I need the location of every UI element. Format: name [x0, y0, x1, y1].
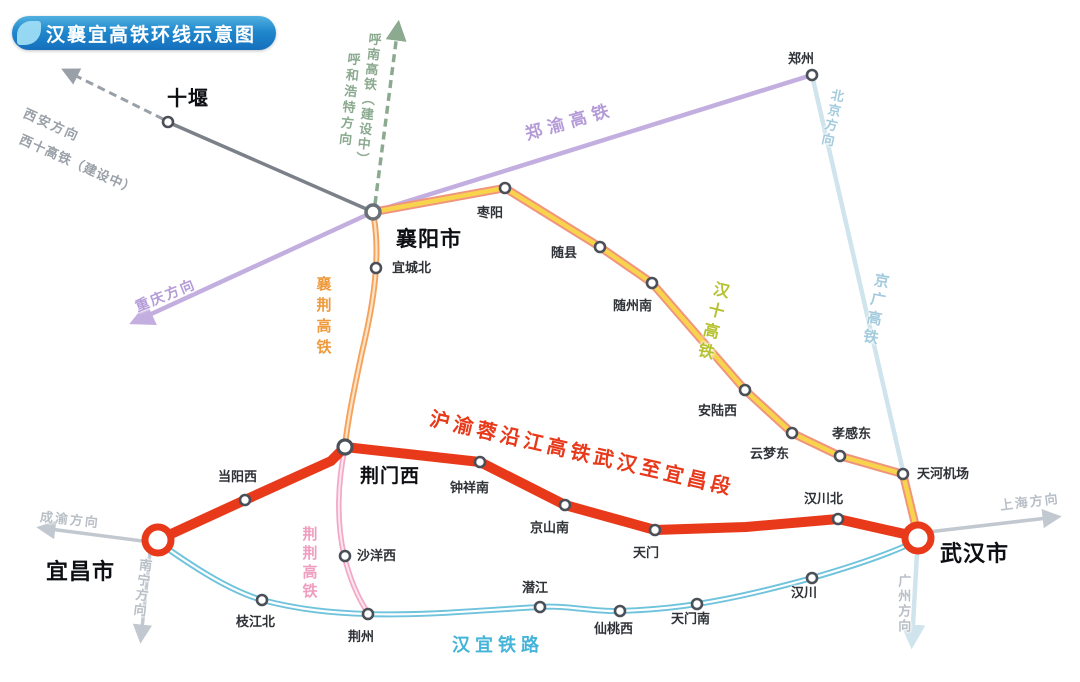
station-label-tianmen: 天门: [633, 545, 660, 560]
city-node-jingmenxi: [336, 438, 354, 456]
station-dot-tianhejichang: [896, 467, 910, 481]
station-dot-zhongxiangnan: [473, 455, 487, 469]
station-dot-yunmengdong: [785, 426, 799, 440]
stub-chengyu: [36, 520, 151, 544]
station-label-xiaogandong: 孝感东: [832, 426, 872, 441]
stub-shanghai: [927, 509, 1062, 534]
city-node-xiangyang: [364, 203, 382, 221]
station-label-tianhejichang: 天河机场: [917, 466, 970, 481]
station-dot-jingshannan: [558, 498, 572, 512]
station-label-shayangxi: 沙洋西: [357, 548, 397, 563]
line-shiyan-xiangyang: [169, 121, 372, 213]
station-dot-xiaogandong: [833, 449, 847, 463]
map-title-badge: 汉襄宜高铁环线示意图: [12, 16, 277, 50]
station-dot-zaoyang: [498, 181, 512, 195]
line-hunan-dashed: [373, 19, 407, 205]
line-label-jingjing: 荆荆高铁: [300, 526, 318, 602]
station-dot-suixian: [593, 240, 607, 254]
station-label-zhengzhou: 郑州: [788, 51, 815, 66]
station-label-jingshannan: 京山南: [530, 520, 570, 535]
station-label-hanchuan: 汉川: [791, 585, 818, 600]
city-node-yichang: [141, 523, 175, 557]
city-label-yichang: 宜昌市: [46, 559, 116, 584]
station-dot-shayangxi: [338, 549, 352, 563]
station-dot-hanchuan: [805, 571, 819, 585]
station-dot-tianmennan: [690, 597, 704, 611]
station-dot-dangyangxi: [238, 493, 252, 507]
station-dot-zhijiangbei: [255, 593, 269, 607]
station-label-zhongxiangnan: 钟祥南: [450, 480, 490, 495]
station-label-jingzhou: 荆州: [348, 629, 375, 644]
direction-label-guangzhou: 广州方向: [896, 574, 912, 634]
city-label-shiyan: 十堰: [167, 88, 209, 110]
badge-swoosh-icon: [17, 21, 41, 45]
station-label-xiantaoxi: 仙桃西: [594, 621, 634, 636]
station-label-tianmennan: 天门南: [671, 611, 711, 626]
stub-nanning: [132, 551, 152, 644]
station-dot-shiyan: [161, 115, 175, 129]
line-jingguang: [809, 74, 926, 650]
city-label-xiangyang: 襄阳市: [396, 228, 462, 251]
line-label-xiangjing: 襄荆高铁: [314, 276, 332, 360]
station-dot-zhengzhou: [805, 68, 819, 82]
station-label-qianjiang: 潜江: [522, 580, 549, 595]
line-huyurong: [153, 442, 923, 545]
city-label-jingmenxi: 荆门西: [360, 466, 421, 487]
station-dot-suizhounan: [645, 276, 659, 290]
station-label-anluxi: 安陆西: [698, 403, 738, 418]
station-label-suixian: 随县: [551, 245, 578, 260]
station-label-zaoyang: 枣阳: [477, 205, 504, 220]
city-label-wuhan: 武汉市: [940, 541, 1010, 566]
station-label-zhijiangbei: 枝江北: [236, 614, 276, 629]
line-xiangjing-core: [343, 217, 378, 447]
station-label-yichengbei: 宜城北: [392, 260, 432, 275]
station-label-hanchuanbei: 汉川北: [804, 491, 844, 506]
line-label-hanyi: 汉宜铁路: [452, 635, 544, 655]
station-dot-xiantaoxi: [613, 604, 627, 618]
station-dot-tianmen: [648, 523, 662, 537]
station-dot-yichengbei: [369, 261, 383, 275]
station-label-dangyangxi: 当阳西: [218, 469, 258, 484]
station-dot-anluxi: [738, 383, 752, 397]
station-label-yunmengdong: 云梦东: [750, 446, 790, 461]
city-node-wuhan: [901, 521, 935, 555]
line-hanyi-core: [157, 540, 917, 616]
line-xishi-dashed: [61, 68, 164, 121]
station-label-suizhounan: 随州南: [613, 298, 653, 313]
station-dot-jingzhou: [361, 607, 375, 621]
map-title: 汉襄宜高铁环线示意图: [46, 24, 257, 46]
station-dot-hanchuanbei: [831, 512, 845, 526]
station-dot-qianjiang: [533, 600, 547, 614]
